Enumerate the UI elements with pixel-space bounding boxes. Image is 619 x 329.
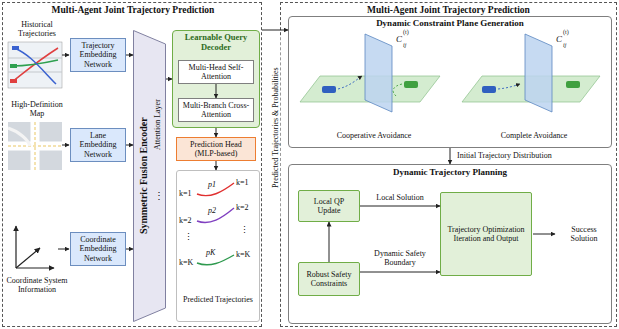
annotation-label: ⋮ [240,225,249,235]
annotation-label: C [396,34,402,44]
node-text: Robust Safety Constraints [302,270,356,288]
connector-arrow [216,84,217,98]
map-icon [8,122,62,170]
edge-label: Initial Trajectory Distribution [456,151,553,160]
annotation-label: ij [403,42,406,49]
annotation-label: ⋮ [154,190,164,202]
connector-arrow [126,249,133,250]
node-text: Multi-Branch Cross-Attention [182,101,250,119]
node-text: Attention Layer [153,85,162,165]
process-box: Multi-Head Self-Attention [178,60,254,84]
plane-illustration [300,34,440,112]
process-box: Trajectory Optimization Iteration and Ou… [440,192,532,276]
annotation-label: Coordinate System Information [4,276,70,294]
process-box: Lane Embedding Network [70,128,126,162]
connector-arrow [360,272,440,273]
decoder-box: Learnable Query DecoderMulti-Head Self-A… [172,30,260,128]
annotation-label: pK [206,248,215,257]
connector-arrow [329,222,330,262]
node-text: Symmetric Fusion Encoder [138,76,150,276]
node-text: Multi-Agent Joint Trajectory Prediction [281,5,616,16]
trapezoid-shape [134,31,166,322]
input-arrow [58,55,69,249]
connector-arrow [166,79,172,80]
trajectory-curve [197,183,234,265]
module-box: Dynamic Constraint Plane GenerationCoope… [288,16,612,148]
node-text: Lane Embedding Network [74,131,122,159]
module-box: Dynamic Trajectory PlanningLocal QP Upda… [288,164,612,324]
node-text: Cooperative Avoidance [299,131,449,140]
annotation-label: C [556,34,562,44]
annotation-label: k=K [179,258,193,267]
connector-arrow [126,145,133,146]
trajectory-icon [8,42,62,88]
panel: Multi-Agent Joint Trajectory PredictionD… [280,2,617,327]
process-box: Trajectory Embedding Network [70,38,126,72]
annotation-label: p2 [208,206,216,215]
trapezoid-outline [133,30,166,322]
annotation-label: k=2 [179,216,192,225]
annotation-label: (t) [563,29,569,36]
axes-icon [16,226,54,268]
node-text: Multi-Agent Joint Trajectory Prediction [3,5,263,16]
node-text: Local QP Update [302,197,356,215]
node-text: Dynamic Constraint Plane Generation [289,18,611,28]
node-text: Complete Avoidance [459,131,609,140]
process-box: Multi-Branch Cross-Attention [178,98,254,122]
annotation-label: ij [563,42,566,49]
process-box: Prediction Head (MLP-based) [176,137,256,161]
node-text: Trajectory Optimization Iteration and Ou… [444,225,528,243]
process-box: Robust Safety Constraints [298,262,360,296]
plane-illustration [462,34,600,112]
node-text: Trajectory Embedding Network [74,41,122,69]
annotation-label: k=2 [236,203,249,212]
annotation-label: k=1 [179,189,192,198]
connector-arrow [450,148,451,164]
annotation-label: Success Solution [558,225,610,243]
annotation-label: k=1 [236,178,249,187]
output-arrow [533,234,555,235]
connector-arrow [262,30,288,31]
annotation-label: (t) [403,29,409,36]
process-box: Local QP Update [298,190,360,222]
edge-label: Local Solution [375,193,424,202]
node-text: Learnable Query Decoder [173,33,259,53]
annotation-label: High-Definition Map [4,100,70,118]
connector-arrow [126,55,133,56]
node-text: Prediction Head (MLP-based) [180,140,252,158]
node-text: Predicted Trajectories [177,295,259,304]
connector-arrow [360,206,440,207]
annotation-label: ⋮ [184,232,193,242]
node-text: Coordinate Embedding Network [74,235,122,263]
edge-label: Dynamic Safety Boundary [367,249,433,267]
edge-label: Predicted Trajectories & Probabilities [271,37,280,219]
connector-arrow [216,161,217,170]
encoder-trapezoid: Symmetric Fusion EncoderAttention Layer [133,30,166,322]
annotation-label: p1 [208,180,216,189]
node-text: Dynamic Trajectory Planning [289,167,611,177]
connector-arrow [216,128,217,137]
annotation-label: Historical Trajectories [4,20,70,38]
node-text: Multi-Head Self-Attention [182,63,250,81]
process-box: Coordinate Embedding Network [70,232,126,266]
annotation-label: k=K [236,250,250,259]
